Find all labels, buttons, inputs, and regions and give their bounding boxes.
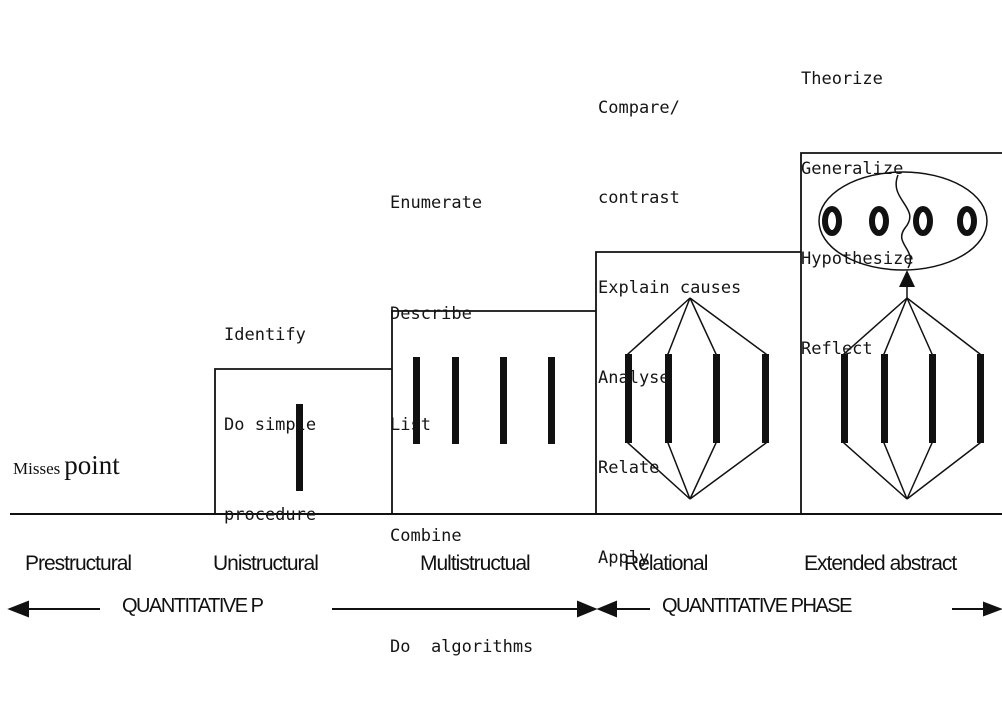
verb: Identify	[224, 325, 306, 345]
level-label-unistructural: Unistructural	[213, 552, 319, 575]
verb: contrast	[598, 188, 680, 208]
verb: Describe	[390, 304, 472, 324]
arrow-head	[899, 270, 915, 287]
level-label-relational: Relational	[624, 552, 708, 575]
step-extended-abstract	[800, 152, 1002, 514]
level-label-extended-abstract: Extended abstract	[804, 552, 957, 575]
verb: Compare/	[598, 98, 680, 118]
step-unistructural	[214, 368, 392, 514]
level-label-multistructural: Multistructual	[420, 552, 531, 575]
verb: Apply	[598, 548, 650, 568]
verb: Combine	[390, 526, 462, 546]
verb: Explain causes	[598, 278, 742, 298]
verb: Reflect	[801, 339, 873, 359]
relational-verbs: Compare/ contrast Explain causes Analyse…	[598, 33, 741, 603]
prestructural-note: Misses point	[13, 450, 120, 481]
step-relational	[595, 251, 801, 514]
verb: List	[390, 415, 431, 435]
verb: Analyse	[598, 368, 670, 388]
verb: Hypothesize	[801, 249, 914, 269]
verb: Relate	[598, 458, 660, 478]
solo-taxonomy-diagram	[7, 152, 1002, 618]
note-big: point	[64, 450, 120, 480]
unistructural-bar	[296, 404, 303, 491]
relational-structure	[625, 297, 769, 500]
phase-label-right: QUANTITATIVE PHASE	[662, 595, 852, 617]
note-small: Misses	[13, 459, 61, 478]
step-multistructural	[391, 310, 596, 514]
verb: Do simple	[224, 415, 317, 435]
extended-abstract-structure	[818, 171, 988, 500]
verb: Do algorithms	[390, 637, 534, 657]
phase-label-left: QUANTITATIVE P	[122, 595, 264, 617]
extended-abstract-verbs: Theorize Generalize Hypothesize Reflect	[801, 4, 914, 394]
verb: Theorize	[801, 69, 883, 89]
verb: Enumerate	[390, 193, 483, 213]
multistructural-bars	[413, 357, 555, 444]
level-label-prestructural: Prestructural	[25, 552, 132, 575]
verb: Generalize	[801, 159, 904, 179]
phase-arrows	[7, 600, 1002, 618]
verb: procedure	[224, 505, 317, 525]
unistructural-verbs: Identify Do simple procedure	[224, 260, 316, 560]
multistructural-verbs: Enumerate Describe List Combine Do algor…	[390, 111, 533, 703]
